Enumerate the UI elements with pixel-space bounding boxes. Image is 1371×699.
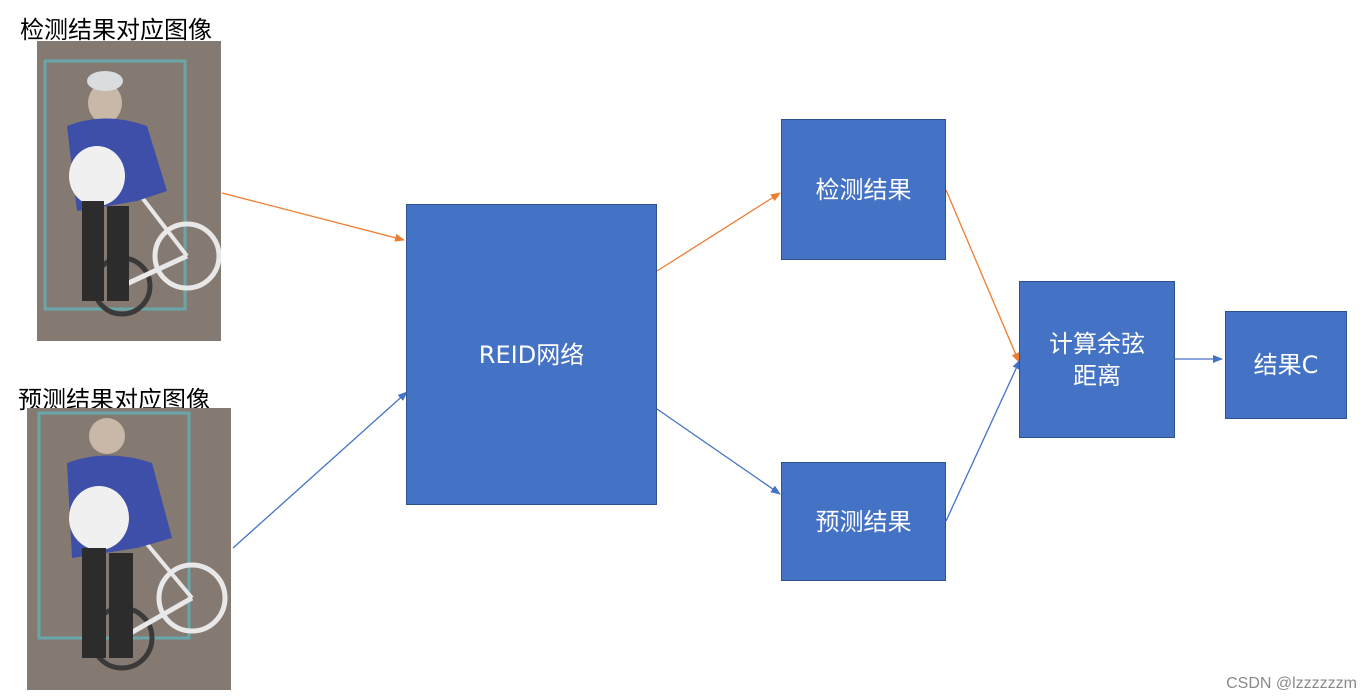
- cosine-distance-box: 计算余弦 距离: [1019, 281, 1175, 438]
- reid-network-label: REID网络: [478, 340, 585, 369]
- detection-result-box: 检测结果: [781, 119, 946, 260]
- arrow-reid-to-predresult: [656, 408, 781, 495]
- prediction-result-label: 预测结果: [815, 507, 912, 536]
- reid-network-box: REID网络: [406, 204, 657, 505]
- watermark: CSDN @lzzzzzzm: [1226, 675, 1357, 692]
- result-c-box: 结果C: [1225, 311, 1347, 419]
- arrow-reid-to-detresult: [656, 192, 781, 272]
- arrow-detection-to-reid: [221, 192, 405, 242]
- detection-result-label: 检测结果: [815, 175, 912, 204]
- arrow-prediction-to-reid: [232, 391, 408, 549]
- cosine-distance-label-line2: 距离: [1073, 361, 1121, 390]
- arrow-detresult-to-cosine: [945, 189, 1020, 363]
- arrow-predresult-to-cosine: [945, 359, 1021, 522]
- prediction-result-box: 预测结果: [781, 462, 946, 581]
- detection-image: [37, 41, 221, 341]
- detection-image-caption: 检测结果对应图像: [20, 16, 212, 44]
- prediction-image: [27, 408, 231, 690]
- cosine-distance-label-line1: 计算余弦: [1049, 329, 1145, 358]
- result-c-label: 结果C: [1253, 351, 1319, 379]
